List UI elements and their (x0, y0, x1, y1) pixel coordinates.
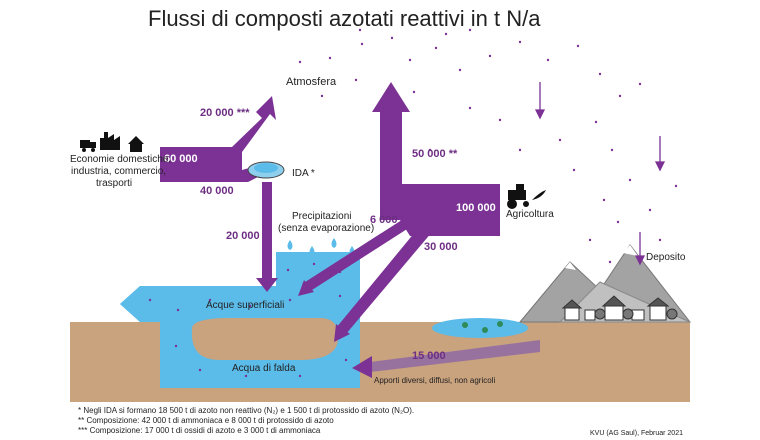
deposit-arrows (534, 82, 666, 266)
pond (432, 318, 528, 338)
particle-dots (148, 28, 678, 378)
groundwater-label: Acqua di falda (232, 363, 296, 374)
groundwater-lens (191, 318, 339, 360)
village-icon (561, 295, 678, 321)
flow-ida-to-water: 20 000 (226, 230, 260, 242)
flow-agri-to-atmosphere: 50 000 ** (412, 148, 458, 160)
crop-icon (532, 190, 546, 200)
atmosphere-label: Atmosfera (286, 76, 337, 88)
flow-other-diffuse: 15 000 (412, 350, 446, 362)
raindrop-icon (287, 238, 355, 256)
surface-water-label: Acque superficiali (206, 300, 285, 311)
other-diffuse-label: Apporti diversi, diffusi, non agricoli (374, 376, 496, 385)
surface-outflow-arrow (120, 286, 140, 322)
ida-label: IDA * (292, 168, 315, 179)
truck-icon (80, 140, 96, 152)
footnote-2: ** Composizione: 42 000 t di ammoniaca e… (78, 416, 334, 425)
factory-icon (100, 132, 120, 150)
economies-label-1: Economie domestiche, (70, 154, 172, 165)
precipitation-label-1: Precipitazioni (292, 211, 352, 222)
tractor-icon (507, 184, 529, 209)
footnote-3: *** Composizione: 17 000 t di ossidi di … (78, 426, 321, 435)
flow-econ-to-ida: 40 000 (200, 185, 234, 197)
economies-label-2: industria, commercio, (71, 166, 167, 177)
flow-agri-to-groundwater: 30 000 (424, 241, 458, 253)
page-title: Flussi di composti azotati reattivi in t… (148, 6, 541, 31)
credit: KVU (AG Saul), Februar 2021 (590, 430, 683, 437)
purple-flows (160, 82, 540, 378)
treatment-plant-icon (247, 161, 285, 179)
flow-agri-total: 100 000 (456, 202, 496, 214)
flow-econ-to-atmosphere: 20 000 *** (200, 107, 250, 119)
footnote-1: * Negli IDA si formano 18 500 t di azoto… (78, 406, 415, 415)
house-icon (128, 136, 144, 152)
precipitation-label-2: (senza evaporazione) (278, 223, 375, 234)
flow-econ-total: 60 000 (164, 153, 198, 165)
agriculture-label: Agricoltura (506, 209, 554, 220)
deposit-label: Deposito (646, 252, 686, 263)
flow-agri-to-surface: 6 000 (370, 214, 398, 226)
economies-label-3: trasporti (96, 178, 133, 189)
